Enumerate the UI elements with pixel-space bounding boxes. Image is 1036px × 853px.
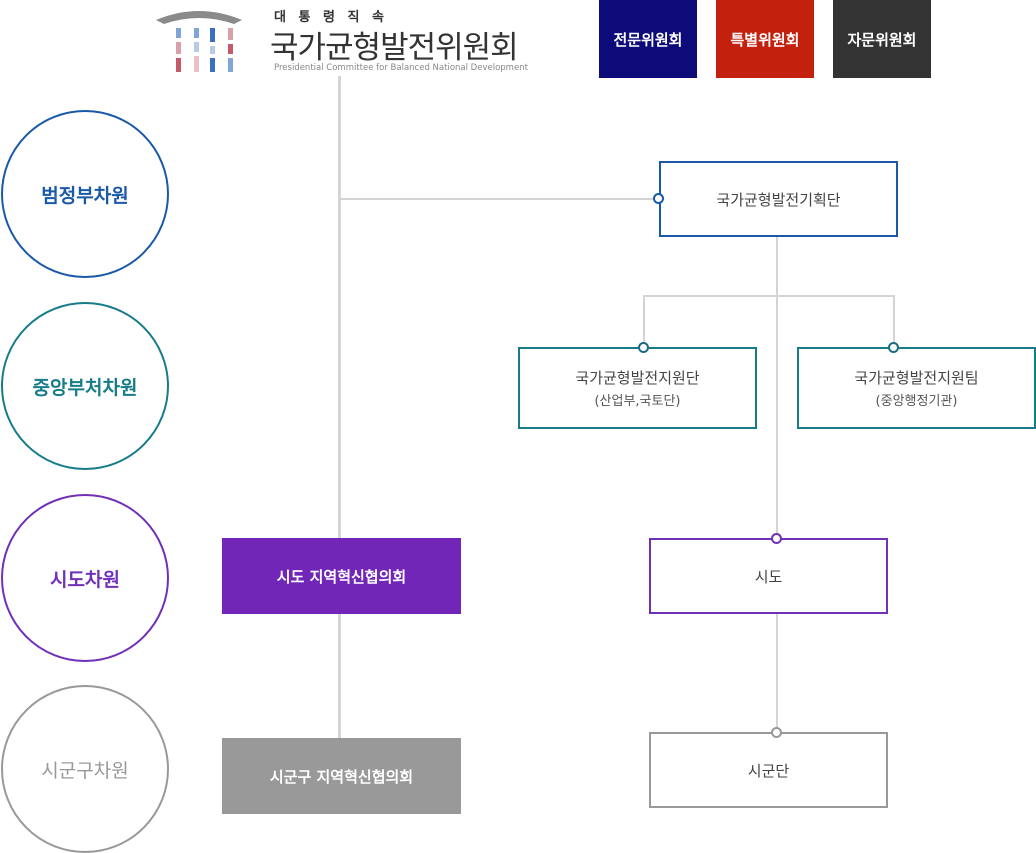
support-team-connector-dot: [888, 342, 899, 353]
planning-connector-dot: [653, 193, 664, 204]
support-group-connector-dot: [638, 342, 649, 353]
level-central-ministry: 중앙부처차원: [1, 302, 169, 470]
province-label: 시도: [754, 567, 783, 586]
city-county-connector-dot: [771, 727, 782, 738]
municipal-innovation-council[interactable]: 시군구 지역혁신협의회: [222, 738, 461, 814]
level-province: 시도차원: [1, 494, 169, 662]
main-vertical-connector: [338, 76, 341, 738]
support-team-sub: (중앙행정기관): [875, 394, 958, 409]
support-group-box[interactable]: 국가균형발전지원단 (산업부,국토단): [518, 347, 757, 429]
branch-left-connector: [643, 295, 645, 347]
logo-title: 국가균형발전위원회: [270, 30, 519, 66]
province-innovation-council[interactable]: 시도 지역혁신협의회: [222, 538, 461, 614]
committee-emblem: [154, 6, 244, 76]
advisory-committee-button[interactable]: 자문위원회: [833, 0, 931, 78]
support-team-box[interactable]: 국가균형발전지원팀 (중앙행정기관): [797, 347, 1036, 429]
logo-subtitle: 대 통 령 직 속: [274, 10, 388, 25]
level-municipal: 시군구차원: [1, 685, 169, 853]
branch-horizontal-connector: [643, 295, 895, 297]
planning-vertical-connector: [776, 236, 778, 732]
planning-horizontal-connector: [338, 198, 659, 200]
city-county-label: 시군단: [747, 761, 790, 780]
planning-office-label: 국가균형발전기획단: [716, 190, 841, 209]
level-government-wide: 범정부차원: [1, 110, 169, 278]
support-group-label: 국가균형발전지원단: [575, 369, 700, 387]
branch-right-connector: [893, 295, 895, 347]
support-group-sub: (산업부,국토단): [594, 394, 681, 409]
province-connector-dot: [771, 533, 782, 544]
planning-office-box[interactable]: 국가균형발전기획단: [659, 161, 898, 237]
city-county-box[interactable]: 시군단: [649, 732, 888, 808]
logo-english-name: Presidential Committee for Balanced Nati…: [274, 63, 528, 73]
special-committee-button[interactable]: 특별위원회: [716, 0, 814, 78]
support-team-label: 국가균형발전지원팀: [854, 369, 979, 387]
province-box[interactable]: 시도: [649, 538, 888, 614]
specialist-committee-button[interactable]: 전문위원회: [599, 0, 697, 78]
